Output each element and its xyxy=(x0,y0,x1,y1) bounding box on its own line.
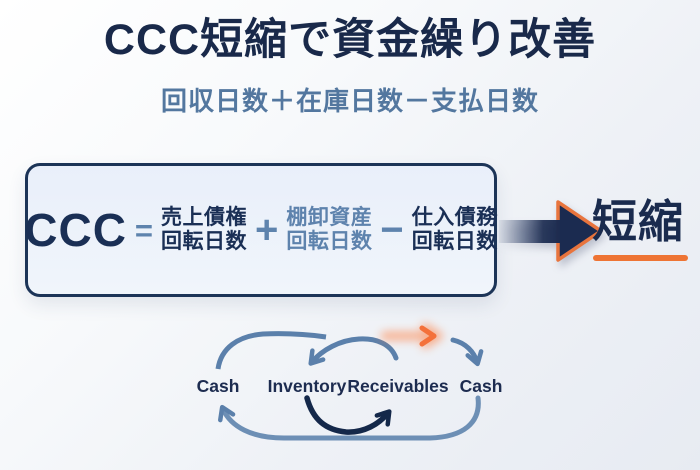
right-arrow-icon xyxy=(499,200,603,262)
term-line: 回転日数 xyxy=(286,230,373,253)
cycle-label-receivables: Receivables xyxy=(347,376,449,396)
page-subtitle: 回収日数＋在庫日数－支払日数 xyxy=(160,86,539,116)
term-line: 回転日数 xyxy=(411,230,498,253)
cash-to-inventory-arc xyxy=(215,331,327,370)
term-line: 棚卸資産 xyxy=(286,206,373,230)
term-line: 仕入債務 xyxy=(411,206,498,230)
ccc-label: CCC xyxy=(24,204,127,256)
equals-sign: = xyxy=(134,212,154,248)
cycle-label-inventory: Inventory xyxy=(267,376,347,396)
term-receivables-turnover: 売上債権 回転日数 xyxy=(161,206,247,253)
inventory-inflow-arc xyxy=(308,336,399,366)
cycle-label-cash-left: Cash xyxy=(196,376,240,396)
receivables-to-cash-arc xyxy=(450,337,484,367)
arrow-tail xyxy=(499,220,562,243)
formula-card: CCC = 売上債権 回転日数 + 棚卸資産 回転日数 − 仕入債務 回転日数 xyxy=(24,163,498,297)
term-inventory-turnover: 棚卸資産 回転日数 xyxy=(286,206,372,253)
term-line: 売上債権 xyxy=(161,206,248,230)
shorten-result-label: 短縮 xyxy=(592,196,685,247)
term-payables-turnover: 仕入債務 回転日数 xyxy=(412,206,498,253)
page-title: CCC短縮で資金繰り改善 xyxy=(103,16,597,64)
inventory-to-receivables-arc xyxy=(304,395,392,435)
cycle-label-cash-right: Cash xyxy=(459,376,503,396)
cash-return-arc xyxy=(218,395,481,441)
term-line: 回転日数 xyxy=(161,230,248,253)
orange-underline xyxy=(593,255,688,261)
minus-sign: − xyxy=(380,208,404,252)
orange-arrow-glow xyxy=(380,323,443,349)
plus-sign: + xyxy=(255,208,279,252)
